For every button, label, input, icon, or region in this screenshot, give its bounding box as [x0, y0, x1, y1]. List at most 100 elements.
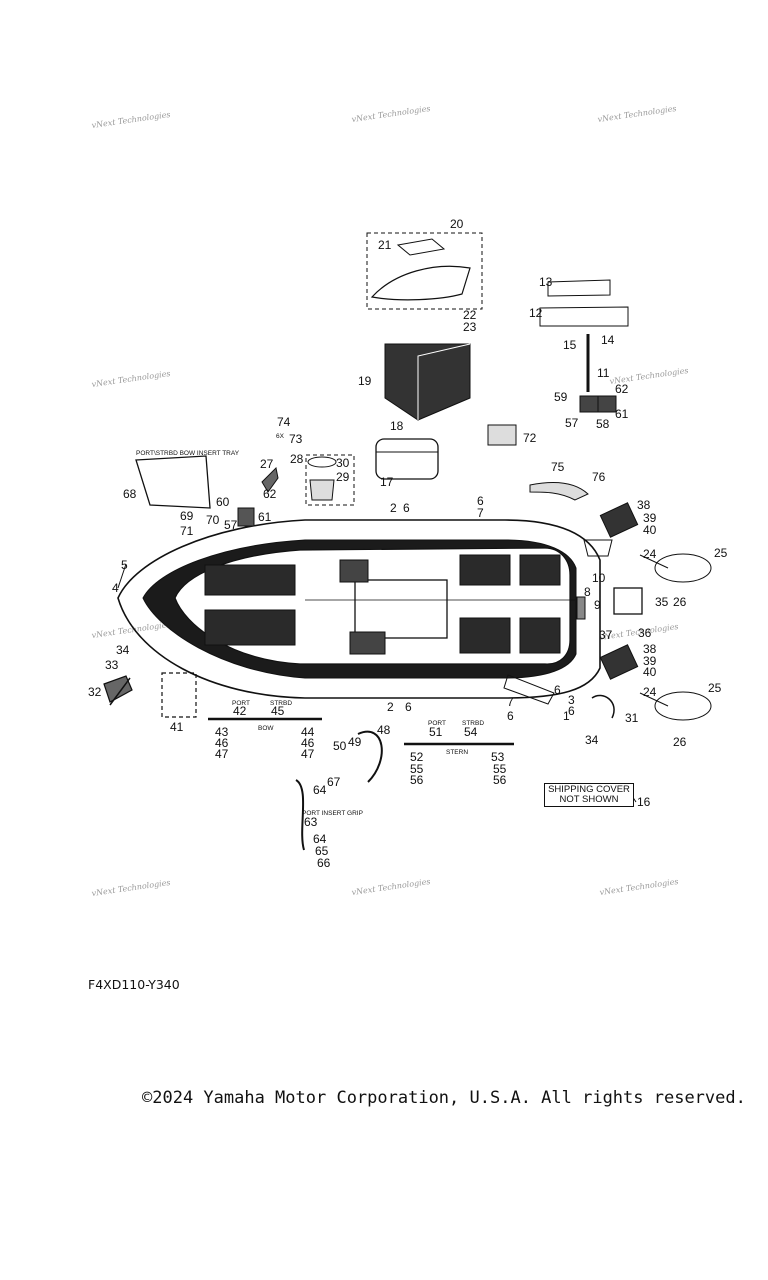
- callout-51: 51: [429, 725, 443, 739]
- callout-37: 37: [599, 628, 613, 642]
- callout-33: 33: [105, 658, 119, 672]
- callout-62: 62: [263, 487, 277, 501]
- callout-14: 14: [601, 333, 615, 347]
- watermark: vNext Technologies: [597, 104, 677, 124]
- callout-66: 66: [317, 856, 331, 870]
- callout-29: 29: [336, 470, 350, 484]
- callout-44: 44: [301, 725, 315, 739]
- callout-3: 3: [568, 693, 575, 707]
- callout-64: 64: [313, 783, 327, 797]
- boat-hull: [117, 519, 601, 699]
- callout-39: 39: [643, 654, 657, 668]
- callout-6: 6: [554, 683, 561, 697]
- callout-72: 72: [523, 431, 537, 445]
- callout-46: 46: [215, 736, 229, 750]
- callout-63: 63: [304, 815, 318, 829]
- callout-22: 22: [463, 308, 477, 322]
- callout-23: 23: [463, 320, 477, 334]
- shipping-cover-note: SHIPPING COVER NOT SHOWN: [544, 783, 634, 807]
- callout-40: 40: [643, 665, 657, 679]
- callout-24: 24: [643, 547, 657, 561]
- callout-47: 47: [301, 747, 315, 761]
- callout-52: 52: [410, 750, 424, 764]
- watermark: vNext Technologies: [91, 110, 171, 130]
- watermark: vNext Technologies: [351, 877, 431, 897]
- callout-38: 38: [643, 642, 657, 656]
- callout-64: 64: [313, 832, 327, 846]
- callout-18: 18: [390, 419, 404, 433]
- callout-59: 59: [554, 390, 568, 404]
- callout-34: 34: [116, 643, 130, 657]
- callout-6: 6: [403, 501, 410, 515]
- watermark: vNext Technologies: [91, 369, 171, 389]
- callout-47: 47: [215, 747, 229, 761]
- callout-21: 21: [378, 238, 392, 252]
- callout-46: 46: [301, 736, 315, 750]
- callout-6: 6: [507, 709, 514, 723]
- callout-56: 56: [493, 773, 507, 787]
- callout-5: 5: [121, 558, 128, 572]
- callout-15: 15: [563, 338, 577, 352]
- callout-55: 55: [410, 762, 424, 776]
- callout-38: 38: [637, 498, 651, 512]
- callout-55: 55: [493, 762, 507, 776]
- caption-stern: STERN: [446, 749, 468, 756]
- callout-25: 25: [708, 681, 722, 695]
- callout-6: 6: [568, 704, 575, 718]
- watermark: vNext Technologies: [599, 877, 679, 897]
- callout-13: 13: [539, 275, 553, 289]
- callout-36: 36: [638, 626, 652, 640]
- callout-16: 16: [637, 795, 651, 809]
- callout-6: 6: [477, 494, 484, 508]
- callout-31: 31: [625, 711, 639, 725]
- callout-19: 19: [358, 374, 372, 388]
- callout-11: 11: [597, 366, 610, 380]
- callout-49: 49: [348, 735, 362, 749]
- callout-6: 6: [405, 700, 412, 714]
- copyright-notice: ©2024 Yamaha Motor Corporation, U.S.A. A…: [142, 1088, 746, 1108]
- callout-50: 50: [333, 739, 347, 753]
- callout-4: 4: [112, 581, 119, 595]
- callout-12: 12: [529, 306, 543, 320]
- callout-30: 30: [336, 456, 350, 470]
- shipping-cover-line2: NOT SHOWN: [559, 794, 619, 805]
- callout-2: 2: [387, 700, 394, 714]
- callout-76: 76: [592, 470, 606, 484]
- caption-qty-6x: 6X: [276, 433, 285, 440]
- callout-73: 73: [289, 432, 303, 446]
- callout-65: 65: [315, 844, 329, 858]
- callout-27: 27: [260, 457, 274, 471]
- callout-53: 53: [491, 750, 505, 764]
- caption-strbd: STRBD: [270, 700, 292, 707]
- caption-bow-insert-tray: PORT\STRBD BOW INSERT TRAY: [136, 450, 240, 457]
- callout-1: 1: [563, 709, 570, 723]
- callout-62: 62: [615, 382, 629, 396]
- caption-port-insert-grip: PORT INSERT GRIP: [302, 810, 363, 817]
- callout-61: 61: [615, 407, 629, 421]
- callout-28: 28: [290, 452, 304, 466]
- callout-8: 8: [584, 585, 591, 599]
- caption-port: PORT: [232, 700, 250, 707]
- callout-20: 20: [450, 217, 464, 231]
- diagram-code: F4XD110-Y340: [88, 977, 180, 992]
- callout-74: 74: [277, 415, 291, 429]
- callout-40: 40: [643, 523, 657, 537]
- callout-57: 57: [224, 518, 238, 532]
- caption-bow: BOW: [258, 725, 274, 732]
- watermark: vNext Technologies: [91, 620, 171, 640]
- callout-54: 54: [464, 725, 478, 739]
- rails-and-grips: [103, 563, 514, 851]
- callout-60: 60: [216, 495, 230, 509]
- callout-10: 10: [592, 571, 606, 585]
- callout-41: 41: [170, 720, 184, 734]
- callout-61: 61: [258, 510, 272, 524]
- callout-26: 26: [673, 735, 687, 749]
- callout-71: 71: [180, 524, 194, 538]
- callout-35: 35: [655, 595, 669, 609]
- callout-70: 70: [206, 513, 220, 527]
- callout-69: 69: [180, 509, 194, 523]
- caption-strbd: STRBD: [462, 720, 484, 727]
- callout-7: 7: [477, 506, 484, 520]
- callout-56: 56: [410, 773, 424, 787]
